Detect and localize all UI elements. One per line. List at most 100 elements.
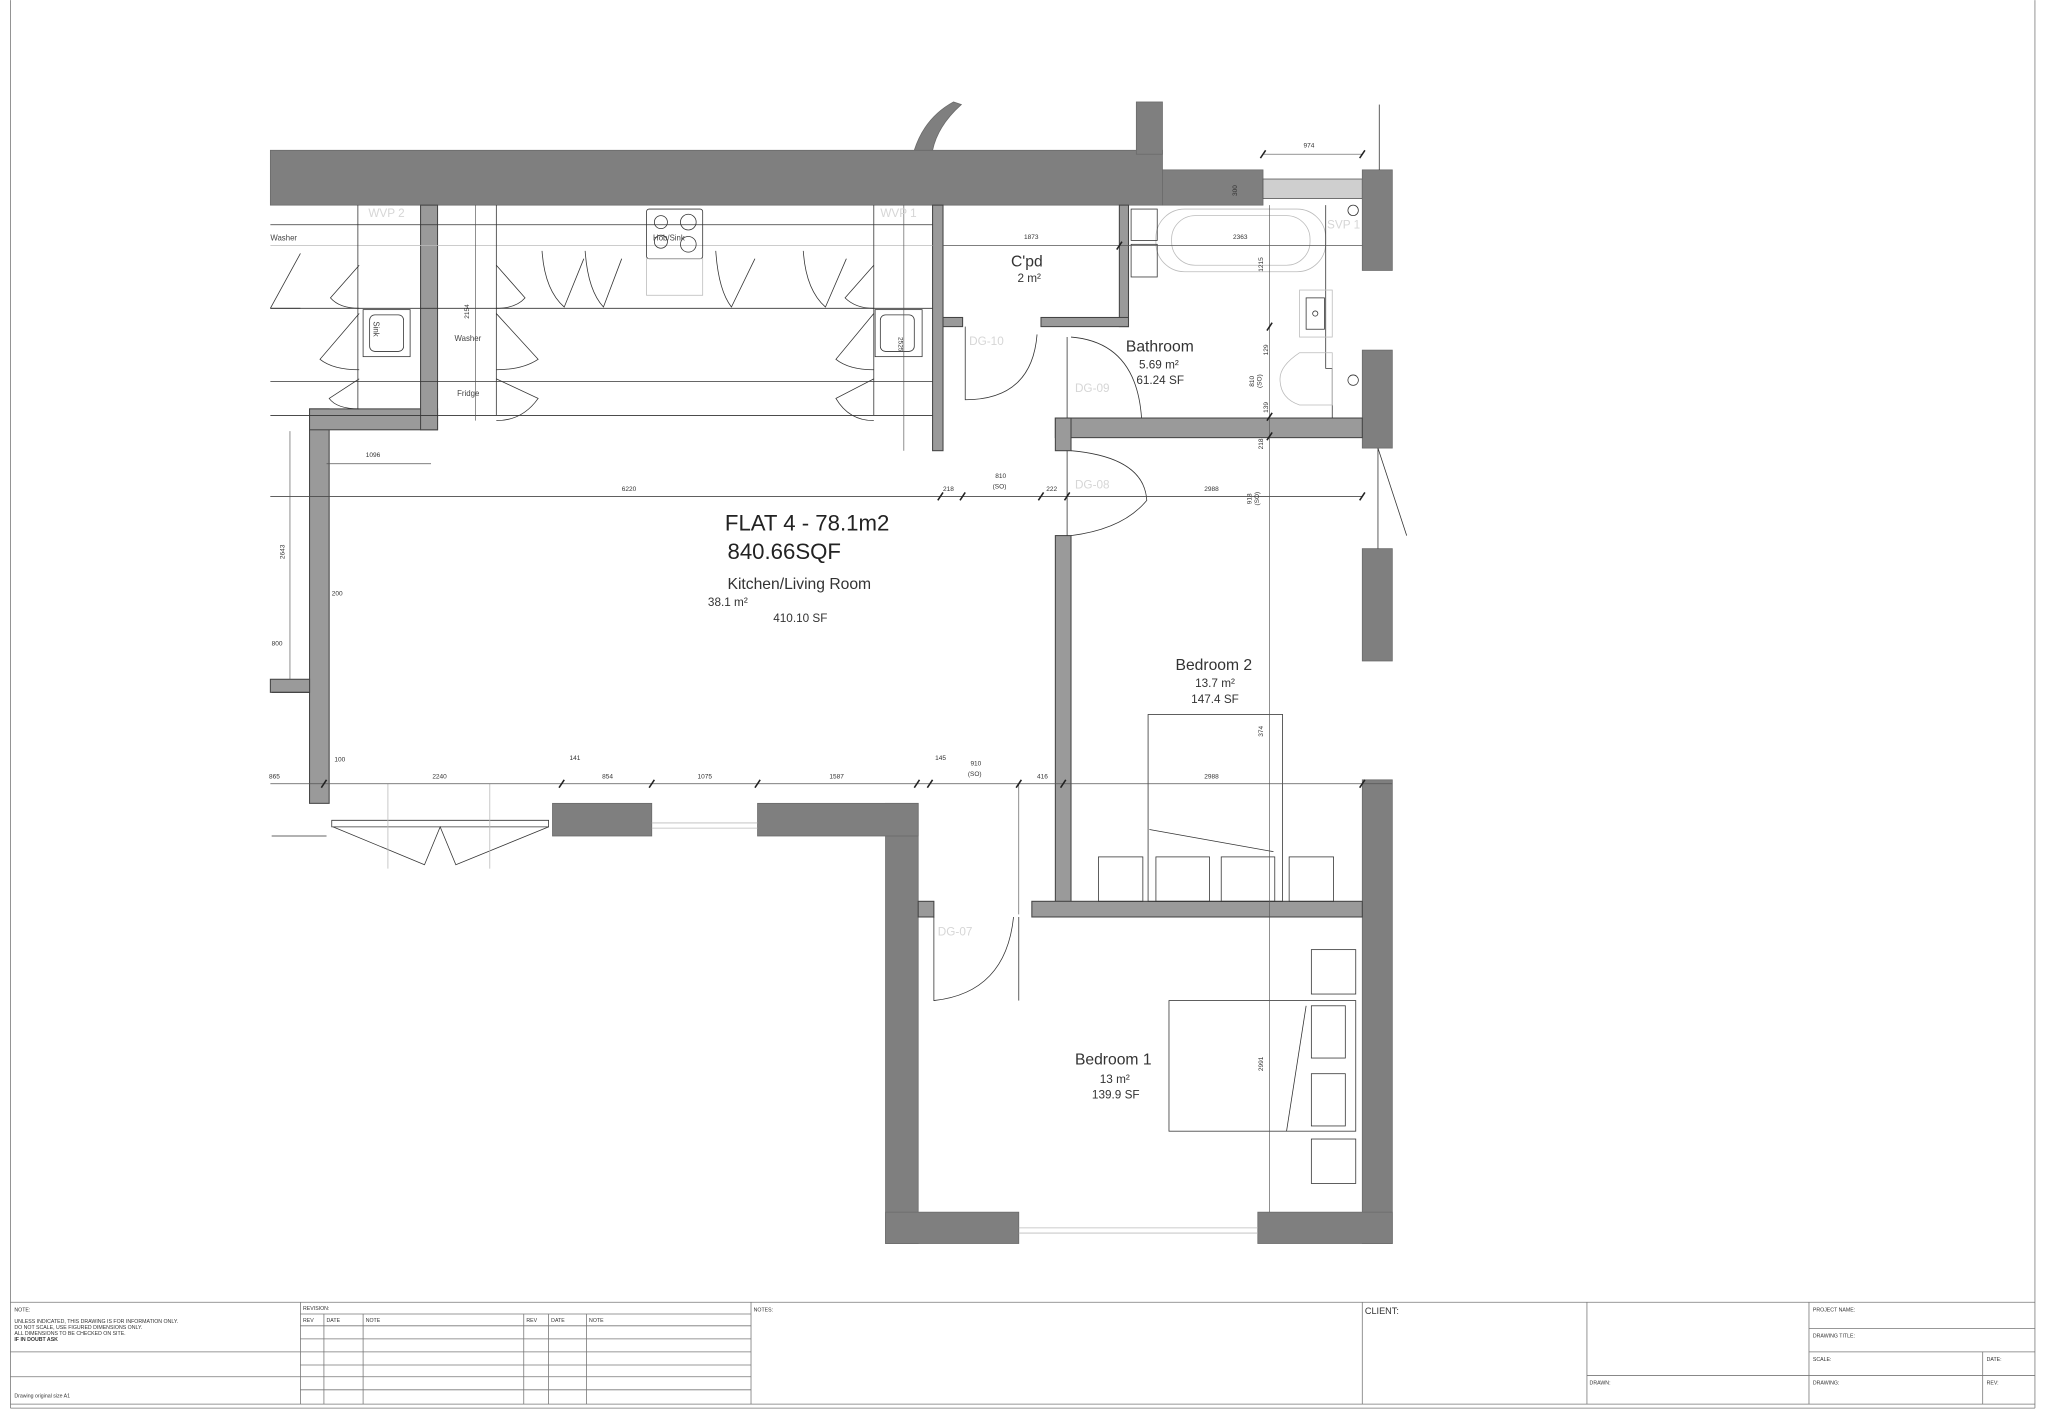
sink-left [362,309,411,358]
dim-label: 2988 [1204,774,1219,781]
rev-header: DATE [551,1318,565,1324]
dim-label: 222 [1046,486,1057,493]
dim-label: 100 [334,757,345,764]
dim-label: 129 [1263,344,1270,355]
door-tag-dg10: DG-10 [969,335,1004,348]
dim-label: 300 [1232,185,1239,196]
hob [646,208,704,296]
doors [331,326,1408,1002]
flat-title: FLAT 4 - 78.1m2 [725,510,889,535]
rev-header: NOTE [589,1318,604,1324]
door-tag-dg07: DG-07 [938,925,973,938]
original-size: Drawing original size A1 [14,1394,70,1400]
dim-label: 810 [1249,375,1256,386]
room-labels: FLAT 4 - 78.1m2 840.66SQF Kitchen/Living… [708,254,1252,1102]
bathroom-fixtures [1130,204,1359,419]
title-block: NOTE: UNLESS INDICATED, THIS DRAWING IS … [10,1301,2035,1405]
scale-label: SCALE: [1813,1357,1832,1363]
dim-label: 416 [1037,774,1048,781]
dim-label: 1096 [366,452,381,459]
door-tag-dg08: DG-08 [1075,479,1110,492]
external-walls [269,101,1393,1244]
furniture [1098,714,1357,1184]
dim-label: (SO) [993,484,1007,491]
dim-label: 145 [935,755,946,762]
room-sf-bathroom: 61.24 SF [1136,374,1184,387]
wvp1-label: WVP 1 [880,207,916,220]
dim-label: 2643 [280,544,287,559]
dim-label: 141 [569,755,580,762]
room-name-cpd: C'pd [1011,254,1043,271]
room-area-cpd: 2 m² [1017,272,1041,285]
room-name-kitchen: Kitchen/Living Room [728,576,872,593]
note-line: UNLESS INDICATED, THIS DRAWING IS FOR IN… [14,1319,178,1325]
dim-label: 374 [1258,725,1265,736]
room-sf-bedroom1: 139.9 SF [1092,1089,1140,1102]
dimension-labels: 974 300 1873 2363 1215 129 810 (SO) 139 … [269,143,1315,1071]
note-line: DO NOT SCALE, USE FIGURED DIMENSIONS ONL… [14,1325,142,1331]
client-label: CLIENT: [1365,1306,1399,1316]
dim-label: 854 [602,774,613,781]
date-label: DATE: [1987,1357,2002,1363]
room-area-bedroom2: 13.7 m² [1195,677,1235,690]
dim-label: 2154 [464,304,471,319]
door-tag-dg09: DG-09 [1075,382,1110,395]
dim-label: 810 [995,473,1006,480]
fixture-labels: WVP 2 WVP 1 SVP 1 Washer Sink Washer Fri… [270,207,1360,938]
sink-right [874,309,923,358]
washer-label: Washer [270,233,297,242]
room-area-bedroom1: 13 m² [1100,1073,1130,1086]
dim-label: 910 [970,760,981,767]
notes-label: NOTES: [754,1307,773,1313]
fridge-label: Fridge [457,389,479,398]
dim-label: 200 [332,591,343,598]
dimension-lines [270,149,1393,1213]
dim-label: (SO) [1257,374,1264,388]
dim-label: 1873 [1024,234,1039,241]
room-name-bedroom2: Bedroom 2 [1176,657,1253,674]
dim-label: 1215 [1258,257,1265,272]
rev-header: NOTE [366,1318,381,1324]
dim-label: (SO) [1254,492,1261,506]
internal-partitions [269,204,1363,918]
wvp2-label: WVP 2 [368,207,404,220]
washer-label: Washer [455,334,482,343]
dim-label: 865 [269,774,280,781]
note-line: IF IN DOUBT ASK [14,1337,58,1343]
dim-label: 218 [943,486,954,493]
drawing-label: DRAWING: [1813,1381,1839,1387]
flat-area-sqf: 840.66SQF [728,539,841,564]
dim-label: 2991 [1258,1056,1265,1071]
dim-label: 800 [272,640,283,647]
note-label: NOTE: [14,1307,30,1313]
svp1-label: SVP 1 [1327,219,1360,232]
revision-label: REVISION: [303,1306,329,1312]
dim-label: 2240 [432,774,447,781]
sheet-frame [10,0,2036,1409]
room-area-bathroom: 5.69 m² [1139,358,1179,371]
room-sf-bedroom2: 147.4 SF [1191,693,1239,706]
dim-label: 1075 [697,774,712,781]
rev-header: REV [303,1318,314,1324]
dim-label: 2363 [1233,234,1248,241]
window-hatched [1262,178,1363,200]
drawn-label: DRAWN: [1590,1381,1611,1387]
dim-label: 2525 [897,337,904,352]
dim-label: 974 [1304,143,1315,150]
rev-label: REV: [1987,1381,1999,1387]
dim-label: 2988 [1204,486,1219,493]
dim-label: (SO) [968,771,982,778]
dim-label: 1587 [829,774,844,781]
dim-label: 218 [1258,438,1265,449]
note-line: ALL DIMENSIONS TO BE CHECKED ON SITE. [14,1331,125,1337]
drawing-title-label: DRAWING TITLE: [1813,1334,1855,1340]
room-area-kitchen: 38.1 m² [708,596,748,609]
dim-label: 918 [1246,493,1253,504]
room-name-bathroom: Bathroom [1126,338,1194,355]
rev-header: DATE [327,1318,341,1324]
rev-header: REV [526,1318,537,1324]
project-name-label: PROJECT NAME: [1813,1307,1855,1313]
dim-label: 6220 [622,486,637,493]
room-name-bedroom1: Bedroom 1 [1075,1052,1152,1069]
